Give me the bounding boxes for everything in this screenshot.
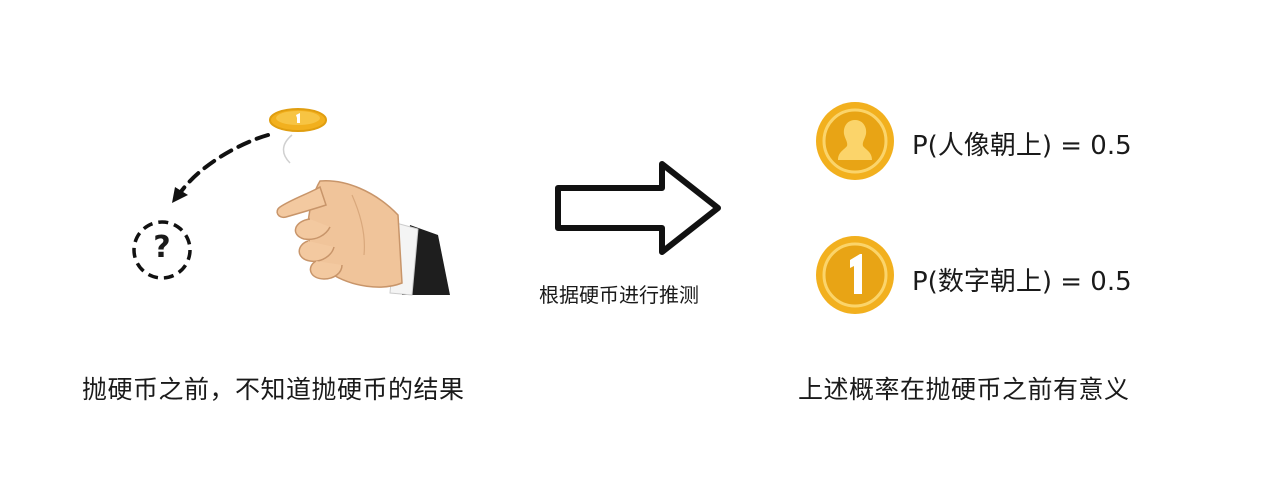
probability-portrait-label: P(人像朝上) = 0.5 — [912, 131, 1132, 161]
coin-toss-illustration — [120, 95, 480, 305]
question-circle-icon — [132, 220, 192, 280]
dashed-arrow-icon — [172, 133, 270, 203]
question-mark: ? — [153, 230, 171, 265]
outline-arrow-icon — [550, 158, 730, 258]
portrait-coin-icon — [814, 100, 896, 182]
left-caption: 抛硬币之前，不知道抛硬币的结果 — [82, 375, 465, 404]
probability-number-label: P(数字朝上) = 0.5 — [912, 267, 1132, 297]
flying-coin-icon — [269, 108, 327, 132]
arrow-label: 根据硬币进行推测 — [539, 283, 699, 307]
right-caption: 上述概率在抛硬币之前有意义 — [798, 375, 1130, 404]
number-coin-icon — [814, 234, 896, 316]
hand-icon — [276, 180, 450, 296]
